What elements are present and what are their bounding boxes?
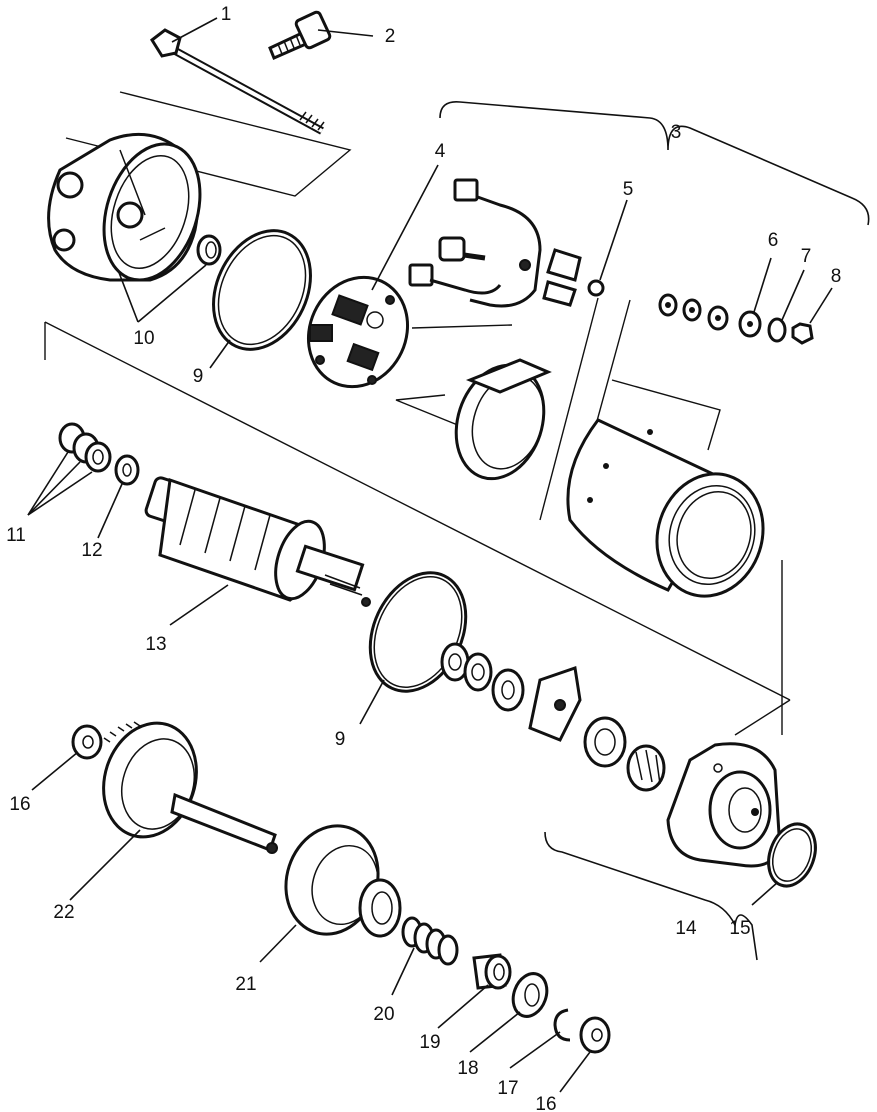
callout-10: 10 <box>133 328 154 349</box>
nut-8 <box>791 322 814 345</box>
callout-4: 4 <box>435 141 446 162</box>
callout-17: 17 <box>497 1078 518 1099</box>
washer-16-lower <box>579 1016 611 1054</box>
return-spring <box>401 916 459 966</box>
callout-11: 11 <box>6 525 26 546</box>
stop-ring <box>511 972 549 1018</box>
callout-16-lower: 16 <box>535 1094 556 1112</box>
stud-line <box>539 297 599 521</box>
axis-line-main <box>44 321 791 701</box>
yoke-housing <box>566 418 765 598</box>
callout-7: 7 <box>801 246 812 267</box>
callout-19: 19 <box>419 1032 440 1053</box>
lock-washer-7 <box>767 317 787 343</box>
clutch-gear <box>102 721 278 854</box>
brush-frame <box>395 394 471 431</box>
callouts: 1 2 3 4 5 6 7 8 9 9 10 11 12 13 14 15 16… <box>6 4 841 1112</box>
callout-15: 15 <box>729 918 750 939</box>
bracket-14 <box>544 831 758 961</box>
pinion-clutch <box>284 824 402 938</box>
callout-5: 5 <box>623 179 634 200</box>
callout-14: 14 <box>675 918 697 939</box>
brush-line <box>411 324 513 329</box>
spring-set <box>58 422 112 473</box>
through-bolt <box>150 28 325 135</box>
armature <box>144 476 371 607</box>
front-housing <box>666 742 782 868</box>
axis-line-end <box>734 699 791 736</box>
housing-bushing <box>196 234 222 266</box>
snap-ring <box>553 1008 571 1042</box>
thrust-washer <box>114 454 140 486</box>
brush-holder-plate <box>306 275 410 389</box>
callout-13: 13 <box>145 634 166 655</box>
callout-18: 18 <box>457 1058 478 1079</box>
bracket-3 <box>439 101 870 226</box>
stop-collar <box>472 953 512 990</box>
small-nut <box>587 279 605 297</box>
brush-set <box>408 178 582 308</box>
yoke-frame <box>611 379 721 451</box>
callout-2: 2 <box>385 26 396 47</box>
callout-1: 1 <box>221 4 232 25</box>
callout-16-upper: 16 <box>9 794 30 815</box>
callout-8: 8 <box>831 266 842 287</box>
callout-20: 20 <box>373 1004 394 1025</box>
callout-12: 12 <box>81 540 102 561</box>
brush-holder-ring <box>454 358 552 481</box>
short-bolt <box>268 10 332 60</box>
bearing-stack <box>440 642 666 792</box>
callout-9-lower: 9 <box>335 729 346 750</box>
callout-22: 22 <box>53 902 74 923</box>
o-ring-upper <box>212 229 312 351</box>
end-housing <box>47 132 222 282</box>
terminal-hardware <box>658 293 814 345</box>
washer-16-upper <box>71 724 103 760</box>
callout-6: 6 <box>768 230 779 251</box>
callout-9-upper: 9 <box>193 366 204 387</box>
leader-lines <box>27 17 833 1093</box>
callout-21: 21 <box>235 974 256 995</box>
callout-3: 3 <box>671 122 682 143</box>
